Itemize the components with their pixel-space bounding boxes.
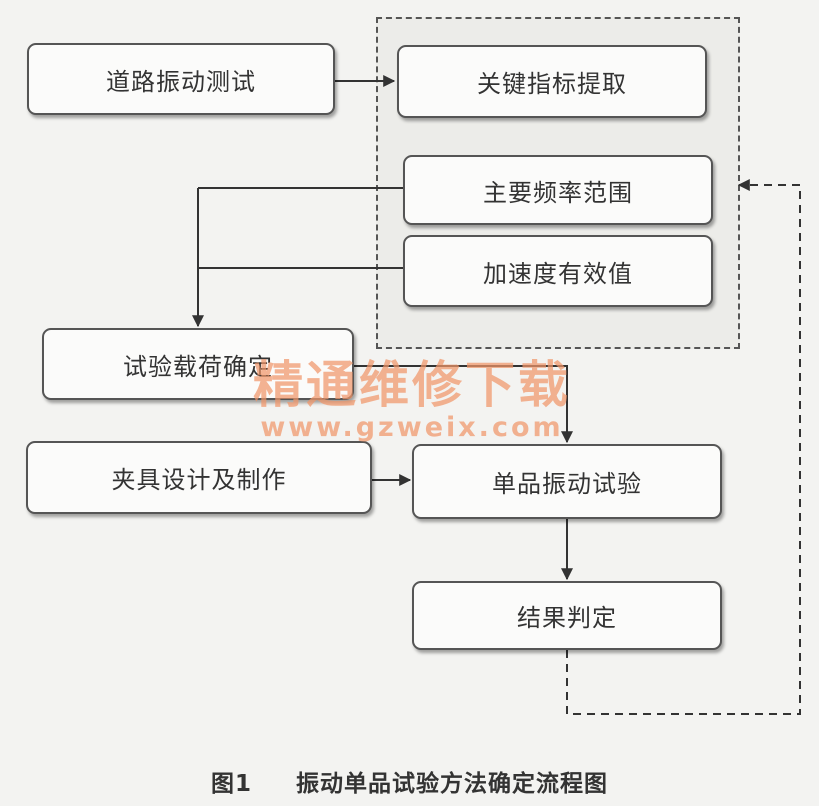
main-frequency-range-box: 主要频率范围 bbox=[403, 155, 713, 225]
figure-caption: 图1 振动单品试验方法确定流程图 bbox=[0, 764, 819, 798]
road-vibration-test-box: 道路振动测试 bbox=[27, 43, 335, 115]
unit-vibration-test-box: 单品振动试验 bbox=[412, 444, 722, 519]
fixture-design-box: 夹具设计及制作 bbox=[26, 441, 372, 514]
dashed-feedback-loop bbox=[566, 179, 801, 715]
figure-label: 图1 bbox=[210, 771, 252, 797]
key-indicator-extract-box: 关键指标提取 bbox=[397, 45, 707, 118]
result-judgment-box: 结果判定 bbox=[412, 581, 722, 650]
arrow-load-to-test bbox=[354, 365, 573, 444]
figure-title: 振动单品试验方法确定流程图 bbox=[296, 771, 609, 797]
test-load-determination-box: 试验载荷确定 bbox=[42, 328, 354, 400]
acceleration-rms-box: 加速度有效值 bbox=[403, 235, 713, 307]
